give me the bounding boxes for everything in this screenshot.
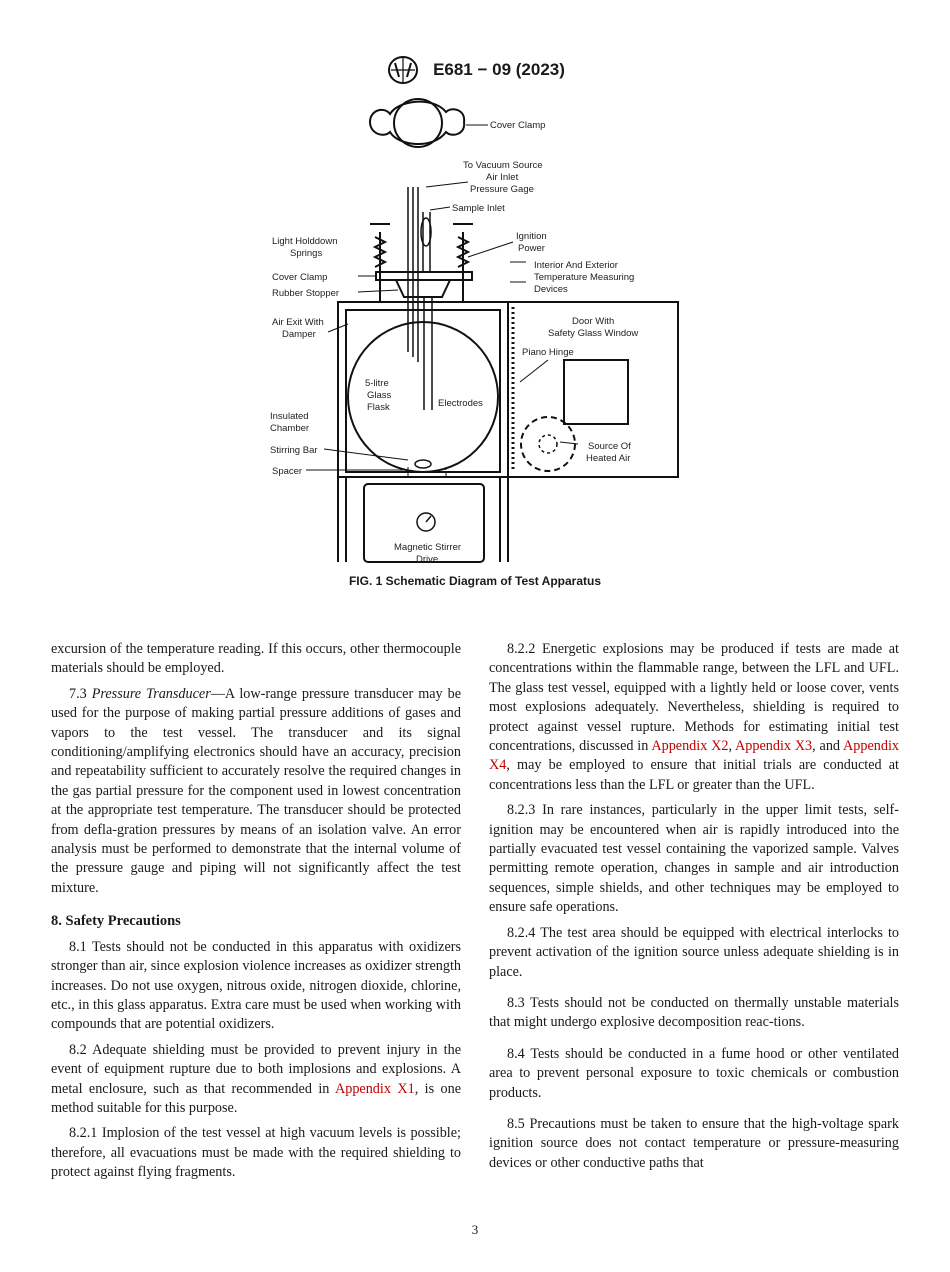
safety-glass-window <box>563 359 629 425</box>
schematic-svg: Cover Clamp To Vacuum Source Air Inlet P… <box>270 98 679 565</box>
paragraph-8-3: 8.3 Tests should not be conducted on the… <box>489 994 899 1031</box>
label-heated-air: Heated Air <box>586 453 630 464</box>
label-springs: Springs <box>290 248 322 259</box>
cover-clamp-opening <box>393 98 443 148</box>
paragraph-8-5: 8.5 Precautions must be taken to ensure … <box>489 1115 899 1171</box>
label-air-inlet: Air Inlet <box>486 172 519 183</box>
label-interior-exterior: Interior And Exterior <box>534 260 618 271</box>
label-source-of: Source Of <box>588 441 631 452</box>
label-sample-inlet: Sample Inlet <box>452 203 505 214</box>
label-cover-clamp-top: Cover Clamp <box>490 120 545 131</box>
appendix-x3-link[interactable]: Appendix X3 <box>735 738 813 755</box>
paragraph-8-4: 8.4 Tests should be conducted in a fume … <box>489 1045 899 1101</box>
label-power: Power <box>518 243 545 254</box>
paragraph-8-2-2: 8.2.2 Energetic explosions may be produc… <box>489 640 899 795</box>
label-to-vacuum-source: To Vacuum Source <box>463 160 543 171</box>
p73-body: —A low-range pressure transducer may be … <box>51 685 461 896</box>
figure-caption: FIG. 1 Schematic Diagram of Test Apparat… <box>348 574 602 588</box>
page-header: E681 − 09 (2023) <box>0 55 950 85</box>
paragraph-8-2-4: 8.2.4 The test area should be equipped w… <box>489 924 899 980</box>
door <box>507 301 679 478</box>
label-safety-glass-window: Safety Glass Window <box>548 328 638 339</box>
p822-text-b: , may be employed to ensure that initial… <box>489 757 899 793</box>
label-air-exit-with: Air Exit With <box>272 317 324 328</box>
label-spacer: Spacer <box>272 466 302 477</box>
cover-clamp-shape <box>368 100 466 146</box>
astm-logo-icon <box>388 56 419 84</box>
rubber-stopper <box>394 279 452 298</box>
paragraph-8-2-1: 8.2.1 Implosion of the test vessel at hi… <box>51 1125 461 1181</box>
p822-text-a: 8.2.2 Energetic explosions may be produc… <box>489 641 899 755</box>
p82-text-b: , is one method suitable for this purpos… <box>51 1080 461 1116</box>
paragraph-8-2-3: 8.2.3 In rare instances, particularly in… <box>489 802 899 916</box>
leader-lines <box>306 124 579 471</box>
label-cover-clamp-side: Cover Clamp <box>272 272 327 283</box>
left-column: excursion of the temperature reading. If… <box>51 640 461 1189</box>
stirring-bar <box>414 459 432 469</box>
label-door-with: Door With <box>572 316 614 327</box>
stirrer-dial-icon <box>416 512 436 532</box>
label-chamber: Chamber <box>270 423 309 434</box>
paragraph-continuation: excursion of the temperature reading. If… <box>51 641 461 677</box>
p73-title: Pressure Transducer <box>91 685 211 702</box>
stirrer-drive-box <box>363 483 485 563</box>
glass-flask <box>347 321 499 473</box>
electrodes <box>423 297 433 410</box>
stand <box>337 477 509 562</box>
section-8-heading: 8. Safety Precautions <box>51 913 181 930</box>
label-glass: Glass <box>367 390 392 401</box>
holddown-springs <box>370 223 473 268</box>
label-rubber-stopper: Rubber Stopper <box>272 288 339 299</box>
label-drive: Drive <box>416 554 438 565</box>
label-piano-hinge: Piano Hinge <box>522 347 574 358</box>
paragraph-7-3: 7.3 Pressure Transducer—A low-range pres… <box>51 685 461 898</box>
p822-sep-1: , <box>728 738 736 755</box>
insulated-chamber <box>337 301 509 478</box>
label-devices: Devices <box>534 284 568 295</box>
label-flask: Flask <box>367 402 390 413</box>
p73-number: 7.3 <box>69 685 87 702</box>
schematic-diagram: Cover Clamp To Vacuum Source Air Inlet P… <box>258 92 698 572</box>
standard-code: E681 − 09 (2023) <box>433 60 565 79</box>
label-light-holddown: Light Holddown <box>272 236 338 247</box>
paragraph-8-1: 8.1 Tests should not be conducted in thi… <box>51 938 461 1033</box>
label-ignition: Ignition <box>516 231 547 242</box>
label-five-litre: 5-litre <box>365 378 389 389</box>
cover-plate <box>375 271 473 281</box>
label-electrodes: Electrodes <box>438 398 483 409</box>
label-insulated: Insulated <box>270 411 309 422</box>
heated-air-source <box>520 416 576 472</box>
appendix-x1-link[interactable]: Appendix X1 <box>334 1080 415 1097</box>
inlet-tubes <box>407 187 432 362</box>
page-number: 3 <box>471 1222 479 1237</box>
label-temperature-measuring: Temperature Measuring <box>534 272 634 283</box>
appendix-x2-link[interactable]: Appendix X2 <box>651 738 729 755</box>
p822-sep-2: , and <box>812 738 844 755</box>
label-damper: Damper <box>282 329 316 340</box>
right-column: 8.2.2 Energetic explosions may be produc… <box>489 640 899 1179</box>
label-pressure-gage: Pressure Gage <box>470 184 534 195</box>
label-stirring-bar: Stirring Bar <box>270 445 318 456</box>
paragraph-8-2: 8.2 Adequate shielding must be provided … <box>51 1041 461 1119</box>
label-magnetic-stirrer: Magnetic Stirrer <box>394 542 461 553</box>
p82-text-a: 8.2 Adequate shielding must be provided … <box>51 1041 461 1097</box>
appendix-x4-link[interactable]: Appendix X4 <box>489 738 899 774</box>
